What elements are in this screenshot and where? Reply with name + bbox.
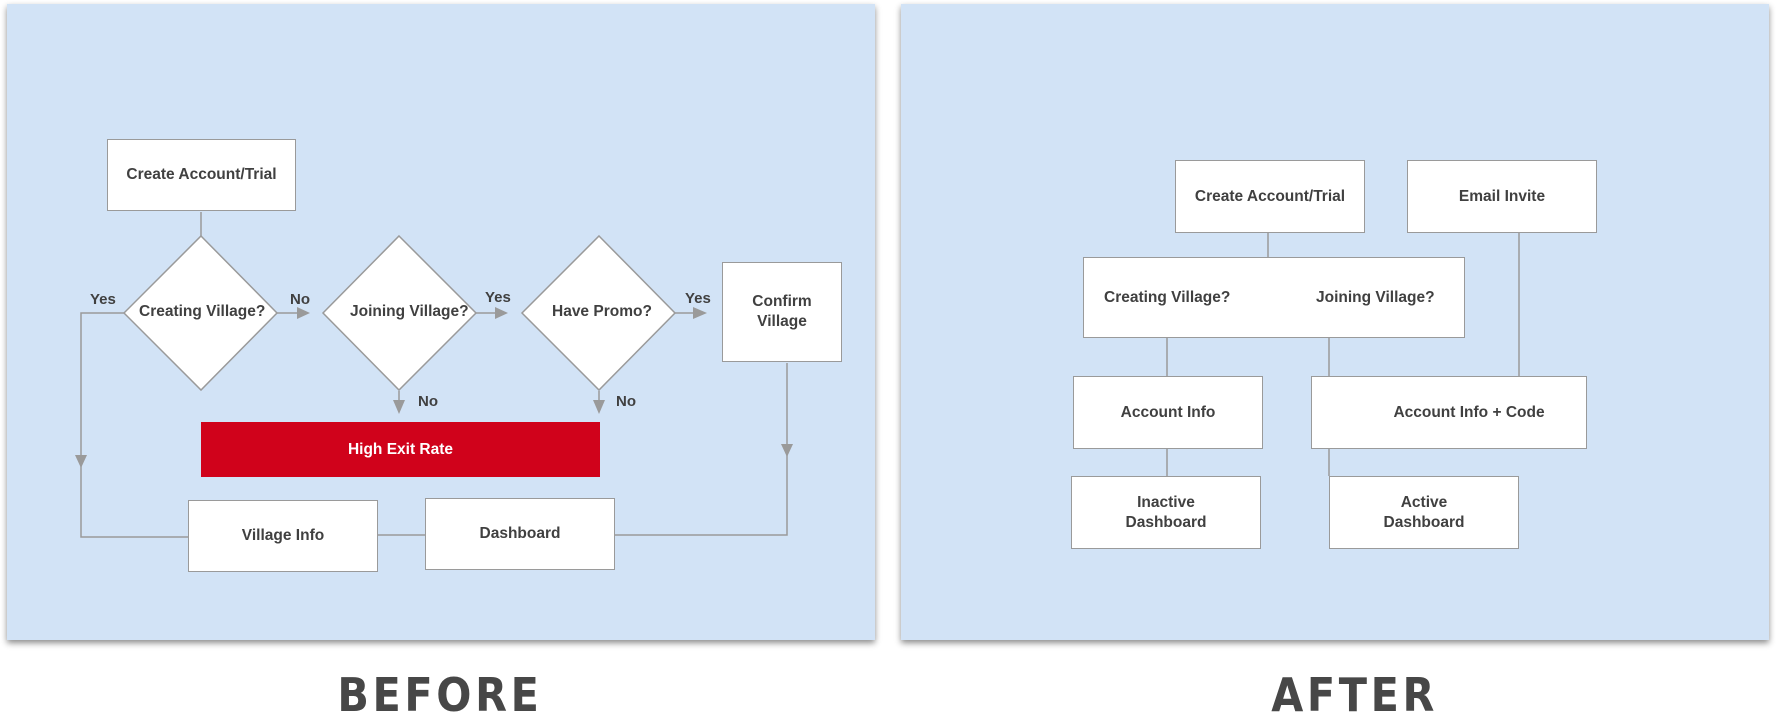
high-exit-rate-label: High Exit Rate <box>347 440 454 458</box>
after-caption: AFTER <box>1271 668 1438 722</box>
account-info-code-label: Account Info + Code <box>1393 403 1545 421</box>
have-promo-diamond <box>520 234 677 392</box>
creating-no-label: No <box>290 291 310 308</box>
account-info-code-box: Account Info + Code <box>1311 376 1587 449</box>
after-joining-village-label: Joining Village? <box>1316 289 1435 306</box>
create-account-label: Create Account/Trial <box>126 166 277 183</box>
account-info-label: Account Info <box>1120 403 1216 421</box>
after-create-account-box: Create Account/Trial <box>1175 160 1365 233</box>
inactive-dashboard-box: Inactive Dashboard <box>1071 476 1261 549</box>
arrowhead-promo-no <box>593 400 605 414</box>
after-creating-village-label: Creating Village? <box>1104 289 1231 306</box>
confirm-village-box: Confirm Village <box>722 262 842 362</box>
account-info-box: Account Info <box>1073 376 1263 449</box>
before-caption: BEFORE <box>337 668 543 722</box>
email-invite-box: Email Invite <box>1407 160 1597 233</box>
after-create-account-label: Create Account/Trial <box>1194 187 1346 205</box>
joining-village-label: Joining Village? <box>350 303 469 320</box>
joining-yes-label: Yes <box>485 289 511 306</box>
village-info-label: Village Info <box>241 527 325 544</box>
arrowhead-creating-yes <box>75 455 87 468</box>
creating-yes-label: Yes <box>90 291 116 308</box>
promo-yes-label: Yes <box>685 290 711 307</box>
arrowhead-creating-no <box>297 307 310 319</box>
active-dashboard-box: Active Dashboard <box>1329 476 1519 549</box>
arrowhead-joining-yes <box>495 307 508 319</box>
connector-creating-yes <box>80 312 188 538</box>
after-connectors <box>1166 233 1520 476</box>
active-dashboard-label-line1: Active <box>1400 493 1448 511</box>
email-invite-label: Email Invite <box>1458 187 1546 205</box>
promo-no-label: No <box>616 393 636 410</box>
before-flowchart-panel: Create Account/Trial Creating Village? J… <box>7 4 875 640</box>
creating-village-label: Creating Village? <box>139 303 266 320</box>
dashboard-box: Dashboard <box>425 498 615 570</box>
connector-confirm-to-dashboard <box>612 363 788 536</box>
joining-village-diamond <box>321 234 478 392</box>
joining-no-label: No <box>418 393 438 410</box>
before-connectors <box>75 212 793 538</box>
confirm-village-label-line1: Confirm <box>752 293 812 310</box>
after-flowchart-panel: Create Account/Trial Email Invite Creati… <box>901 4 1769 640</box>
inactive-dashboard-label-line2: Dashboard <box>1125 513 1207 531</box>
arrowhead-promo-yes <box>693 307 707 319</box>
arrowhead-confirm <box>781 444 793 457</box>
village-choice-box <box>1083 257 1465 338</box>
inactive-dashboard-label-line1: Inactive <box>1137 493 1195 511</box>
creating-village-diamond <box>122 234 279 392</box>
dashboard-label: Dashboard <box>479 525 561 542</box>
active-dashboard-label-line2: Dashboard <box>1383 513 1465 531</box>
have-promo-label: Have Promo? <box>552 303 652 320</box>
arrowhead-joining-no <box>393 400 405 414</box>
high-exit-rate-bar: High Exit Rate <box>201 422 600 477</box>
village-info-box: Village Info <box>188 500 378 572</box>
confirm-village-label-line2: Village <box>757 313 807 330</box>
create-account-box: Create Account/Trial <box>107 139 296 211</box>
